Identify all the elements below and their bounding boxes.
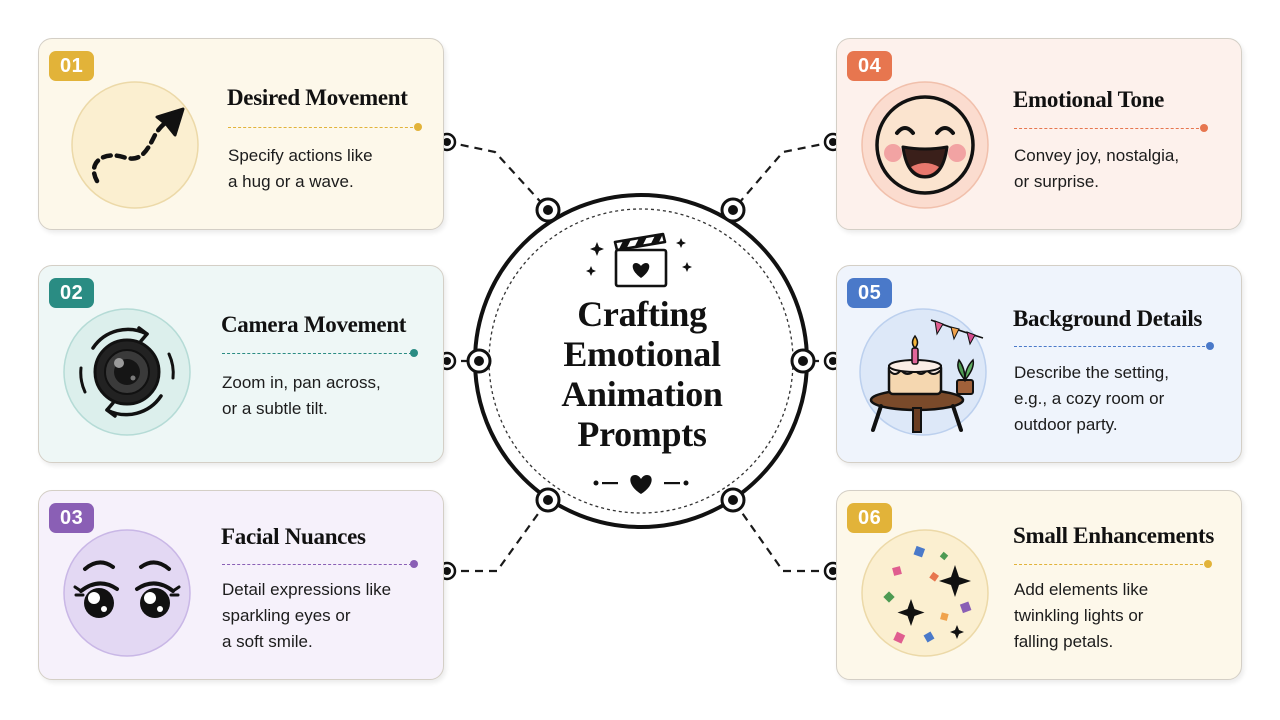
card-underline-dot — [1204, 560, 1212, 568]
card-number-badge: 02 — [49, 278, 95, 308]
card-title-underline — [222, 564, 412, 565]
camera-lens-icon — [63, 308, 191, 436]
card-underline-dot — [1200, 124, 1208, 132]
card-underline-dot — [414, 123, 422, 131]
card-description: Detail expressions like sparkling eyes o… — [222, 580, 392, 651]
heart-ornament-icon — [593, 475, 689, 494]
card-description: Convey joy, nostalgia, or surprise. — [1014, 146, 1180, 191]
card-number-badge: 05 — [847, 278, 893, 308]
card-title: Small Enhancements — [1013, 523, 1214, 548]
card-title: Background Details — [1013, 306, 1203, 331]
card-number-badge: 06 — [847, 503, 893, 533]
card-title: Desired Movement — [227, 85, 408, 110]
hub-title: Crafting Emotional Animation Prompts — [561, 294, 723, 454]
smiling-face-icon — [861, 81, 989, 209]
card-desired-movement: 01 Desired Movement Specify actions like… — [38, 38, 444, 230]
clapperboard-icon — [586, 232, 692, 288]
card-description: Zoom in, pan across, or a subtle tilt. — [222, 373, 381, 418]
card-underline-dot — [410, 560, 418, 568]
card-background-details: 05 Background Details Describe the setti… — [836, 265, 1242, 463]
card-number-badge: 04 — [847, 51, 893, 81]
card-facial-nuances: 03 Facial Nuances Detail expressions lik… — [38, 490, 444, 680]
card-camera-movement: 02 Camera Movement Zoom in, pan across, … — [38, 265, 444, 463]
card-underline-dot — [1206, 342, 1214, 350]
card-small-enhancements: 06 Small Enhancements Add elements like … — [836, 490, 1242, 680]
card-number-badge: 03 — [49, 503, 95, 533]
card-title-underline — [222, 353, 412, 354]
card-description: Describe the setting, e.g., a cozy room … — [1014, 363, 1169, 434]
party-cake-icon — [859, 308, 987, 436]
card-description: Specify actions like a hug or a wave. — [228, 146, 373, 191]
confetti-sparkles-icon — [861, 529, 989, 657]
card-emotional-tone: 04 Emotional Tone Convey joy, nostalgia,… — [836, 38, 1242, 230]
curved-arrow-icon — [71, 81, 199, 209]
card-description: Add elements like twinkling lights or fa… — [1014, 580, 1149, 651]
card-title: Emotional Tone — [1013, 87, 1165, 112]
card-title: Camera Movement — [221, 312, 407, 337]
sparkling-eyes-icon — [63, 529, 191, 657]
card-title-underline — [1014, 346, 1210, 347]
card-underline-dot — [410, 349, 418, 357]
card-title-underline — [1014, 128, 1204, 129]
card-title-underline — [228, 127, 418, 128]
card-title-underline — [1014, 564, 1208, 565]
card-title: Facial Nuances — [221, 524, 366, 549]
card-number-badge: 01 — [49, 51, 95, 81]
